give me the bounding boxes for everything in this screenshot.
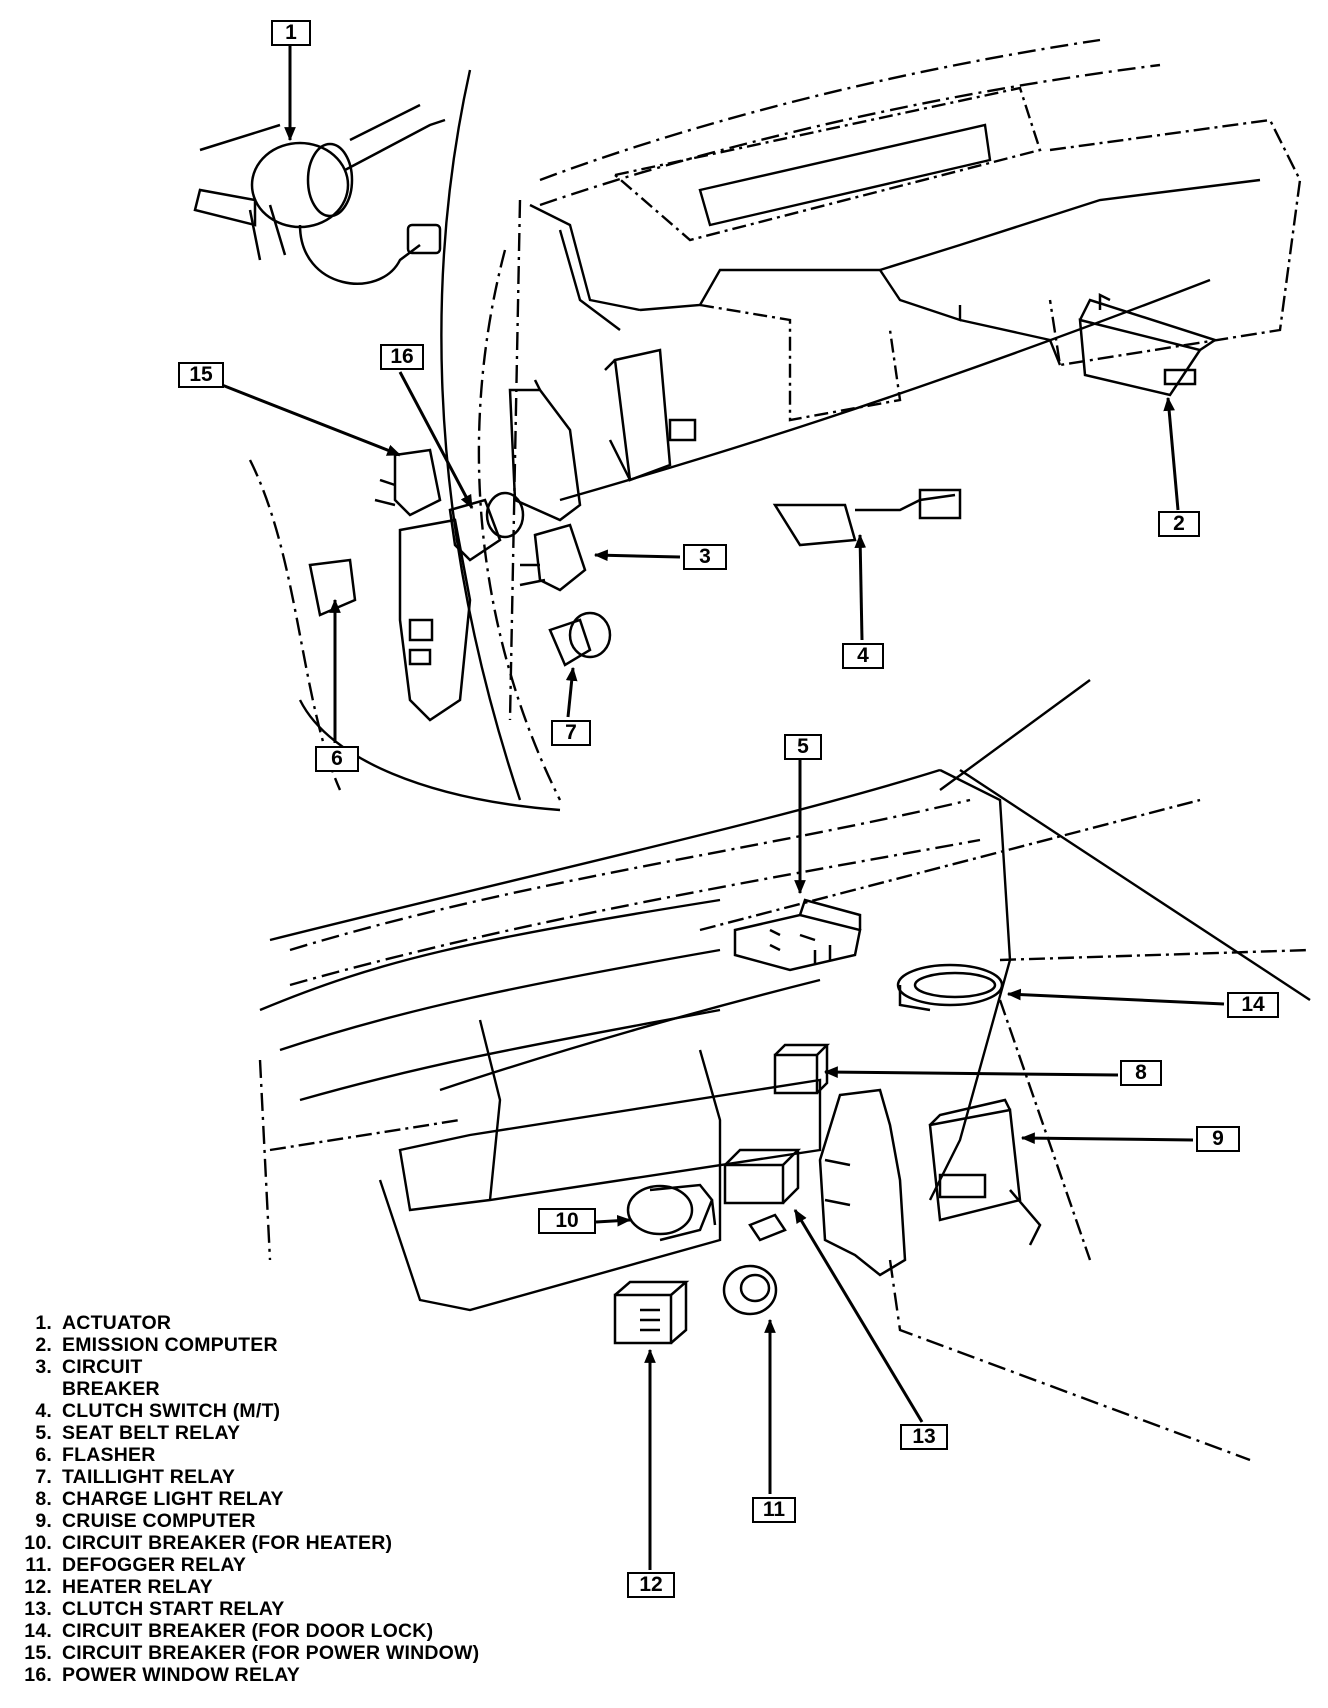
legend-label: EMISSION COMPUTER [62,1334,278,1356]
callout-8: 8 [1120,1060,1162,1086]
legend-label: CIRCUIT BREAKER (FOR HEATER) [62,1532,393,1554]
legend-item: 2. EMISSION COMPUTER [0,1334,560,1356]
callout-5: 5 [784,734,822,760]
fuse-block-upper [398,379,582,722]
legend-item: 5. SEAT BELT RELAY [0,1422,560,1444]
legend-label: HEATER RELAY [62,1576,213,1598]
legend-label: CLUTCH START RELAY [62,1598,285,1620]
legend-number: 7. [35,1466,52,1488]
legend-number: 11. [25,1554,52,1576]
legend-number: 4. [35,1400,52,1422]
legend-item: 11. DEFOGGER RELAY [0,1554,560,1576]
legend-item: 12. HEATER RELAY [0,1576,560,1598]
callout-13: 13 [900,1424,948,1450]
legend-item: 9. CRUISE COMPUTER [0,1510,560,1532]
legend-number: 2. [35,1334,52,1356]
legend-label: ACTUATOR [62,1312,172,1334]
legend-number: 5. [35,1422,52,1444]
legend-item: 16. POWER WINDOW RELAY [0,1664,560,1686]
legend-item: 14. CIRCUIT BREAKER (FOR DOOR LOCK) [0,1620,560,1642]
arrow-14 [1006,988,1225,1006]
seat-belt-relay-part [733,898,862,972]
legend-label: TAILLIGHT RELAY [62,1466,236,1488]
callout-4: 4 [842,643,884,669]
arrow-10 [595,1214,632,1227]
legend-number: 15. [24,1642,52,1664]
charge-light-relay-part [773,1043,831,1095]
callout-15: 15 [178,362,224,388]
lower-dashboard-outline [258,679,1311,1462]
legend-item: 13. CLUTCH START RELAY [0,1598,560,1620]
legend-item: 1. ACTUATOR [0,1312,560,1334]
legend-label: FLASHER [62,1444,156,1466]
legend-number: 3. [35,1356,52,1378]
legend-item: 3. CIRCUIT [0,1356,560,1378]
arrow-7 [565,666,578,718]
arrow-8 [823,1066,1119,1078]
callout-3: 3 [683,544,727,570]
callout-14: 14 [1227,992,1279,1018]
legend-item: 7. TAILLIGHT RELAY [0,1466,560,1488]
arrow-9 [1020,1132,1194,1144]
callout-1: 1 [271,20,311,46]
cruise-computer-part [928,1098,1042,1246]
cruise-module-upper [604,348,697,482]
upper-relays [308,448,962,667]
callout-arrows [221,46,1225,1570]
legend-label: DEFOGGER RELAY [62,1554,247,1576]
legend-number: 12. [24,1576,52,1598]
legend-label: CRUISE COMPUTER [62,1510,256,1532]
legend-item: 8. CHARGE LIGHT RELAY [0,1488,560,1510]
legend-label: SEAT BELT RELAY [62,1422,241,1444]
arrow-4 [854,533,867,641]
arrow-13 [793,1208,924,1423]
legend-item: 10. CIRCUIT BREAKER (FOR HEATER) [0,1532,560,1554]
legend-label: CLUTCH SWITCH (M/T) [62,1400,281,1422]
heater-relay-part [613,1280,690,1345]
emission-computer-part [1078,292,1218,397]
legend-item: 6. FLASHER [0,1444,560,1466]
callout-2: 2 [1158,511,1200,537]
legend-number: 1. [35,1312,52,1334]
callout-16: 16 [380,344,424,370]
legend-item: BREAKER [0,1378,560,1400]
clutch-start-relay-part [723,1148,802,1242]
legend-label: CHARGE LIGHT RELAY [62,1488,284,1510]
arrow-16 [398,371,474,510]
door-lock-breaker-part [896,963,1004,1012]
legend-number: 6. [35,1444,52,1466]
legend-number: 14. [24,1620,52,1642]
legend-number: 16. [24,1664,52,1686]
legend-label: CIRCUIT BREAKER (FOR POWER WINDOW) [62,1642,480,1664]
legend-number: 13. [24,1598,52,1620]
callout-9: 9 [1196,1126,1240,1152]
actuator-part [193,103,446,285]
callout-10: 10 [538,1208,596,1234]
legend-number: 8. [35,1488,52,1510]
defogger-relay-part [722,1264,778,1316]
legend-item: 15. CIRCUIT BREAKER (FOR POWER WINDOW) [0,1642,560,1664]
arrow-3 [593,549,681,562]
legend-label: POWER WINDOW RELAY [62,1664,300,1686]
heater-breaker-part [626,1183,717,1242]
fuse-block-lower [818,1088,907,1277]
legend-number: 10. [24,1532,52,1554]
callout-12: 12 [627,1572,675,1598]
legend-item: 4. CLUTCH SWITCH (M/T) [0,1400,560,1422]
legend-number: 9. [35,1510,52,1532]
arrow-2 [1163,396,1180,511]
callout-11: 11 [752,1497,796,1523]
callout-7: 7 [551,720,591,746]
legend-label: BREAKER [62,1378,160,1400]
legend-label: CIRCUIT BREAKER (FOR DOOR LOCK) [62,1620,434,1642]
callout-6: 6 [315,746,359,772]
legend-label: CIRCUIT [62,1356,143,1378]
arrow-15 [221,383,402,457]
upper-dashboard-outline [248,38,1302,812]
